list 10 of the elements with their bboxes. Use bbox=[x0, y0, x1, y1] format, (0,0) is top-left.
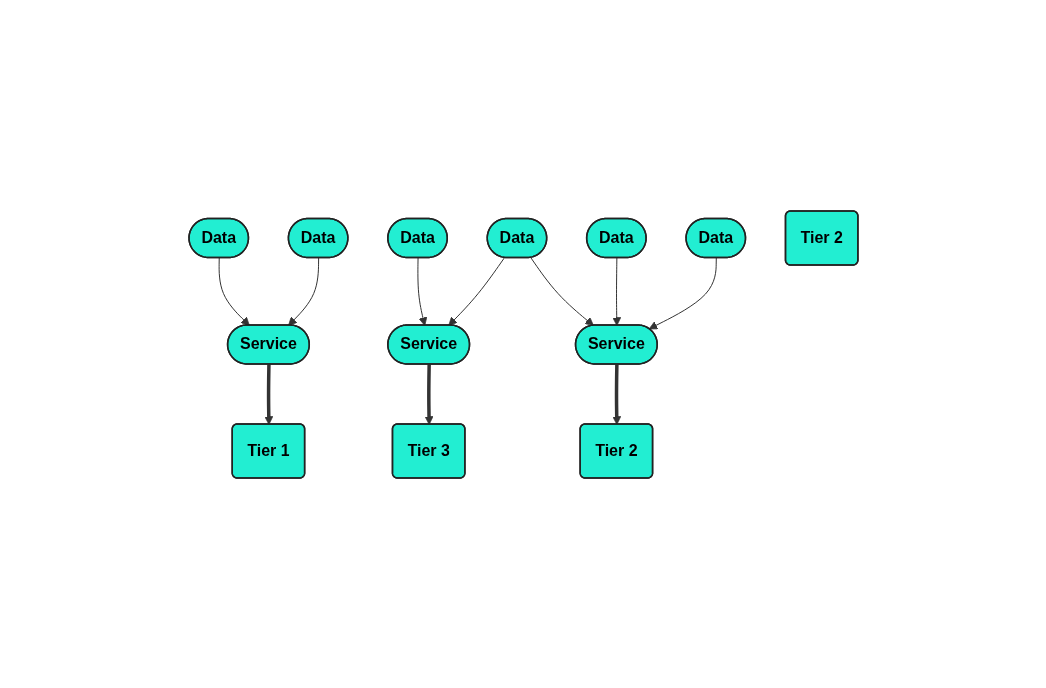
arrow bbox=[287, 257, 319, 326]
arrow bbox=[611, 363, 621, 425]
arrow bbox=[218, 257, 250, 326]
arrow bbox=[529, 256, 594, 326]
arrow bbox=[416, 257, 427, 326]
arrow bbox=[611, 257, 621, 326]
arrow bbox=[648, 257, 717, 329]
arrow bbox=[263, 363, 273, 425]
arrow bbox=[424, 363, 433, 425]
arrow bbox=[447, 256, 505, 326]
